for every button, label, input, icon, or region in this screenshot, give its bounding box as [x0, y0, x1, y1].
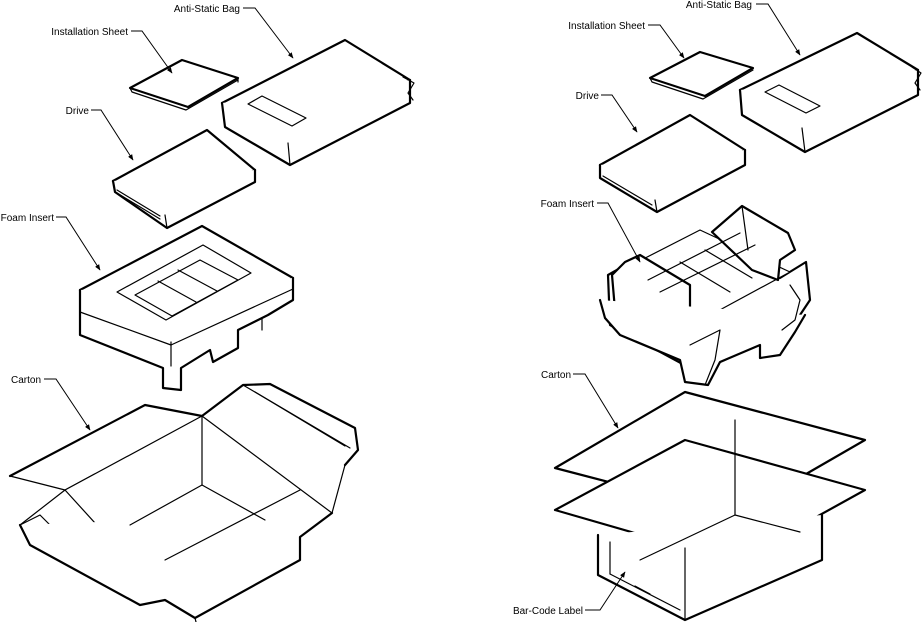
left-label-drive: Drive: [66, 106, 90, 117]
left-anti-static-bag: [220, 38, 415, 167]
right-leader-lines: [573, 3, 801, 611]
right-label-carton: Carton: [541, 370, 571, 381]
left-diagram: Anti-Static Bag Installation Sheet Drive…: [1, 4, 415, 622]
right-label-bar-code-label: Bar-Code Label: [513, 606, 583, 617]
left-drive: [111, 128, 257, 230]
right-anti-static-bag: [738, 31, 922, 154]
right-label-foam-insert: Foam Insert: [541, 199, 595, 210]
right-carton: [553, 390, 867, 622]
left-carton: [8, 382, 360, 622]
left-foam-insert: [78, 224, 295, 392]
left-label-anti-static-bag: Anti-Static Bag: [174, 4, 240, 15]
right-drive: [598, 113, 747, 214]
left-leader-lines: [44, 7, 294, 431]
right-label-anti-static-bag: Anti-Static Bag: [686, 0, 752, 11]
right-installation-sheet: [648, 50, 755, 100]
left-label-foam-insert: Foam Insert: [1, 213, 55, 224]
left-installation-sheet: [128, 58, 240, 111]
left-label-installation-sheet: Installation Sheet: [51, 27, 128, 38]
right-label-installation-sheet: Installation Sheet: [568, 21, 645, 32]
right-foam-insert: [598, 204, 812, 387]
left-label-carton: Carton: [11, 375, 41, 386]
right-label-drive: Drive: [576, 91, 600, 102]
right-diagram: Anti-Static Bag Installation Sheet Drive…: [513, 0, 922, 622]
